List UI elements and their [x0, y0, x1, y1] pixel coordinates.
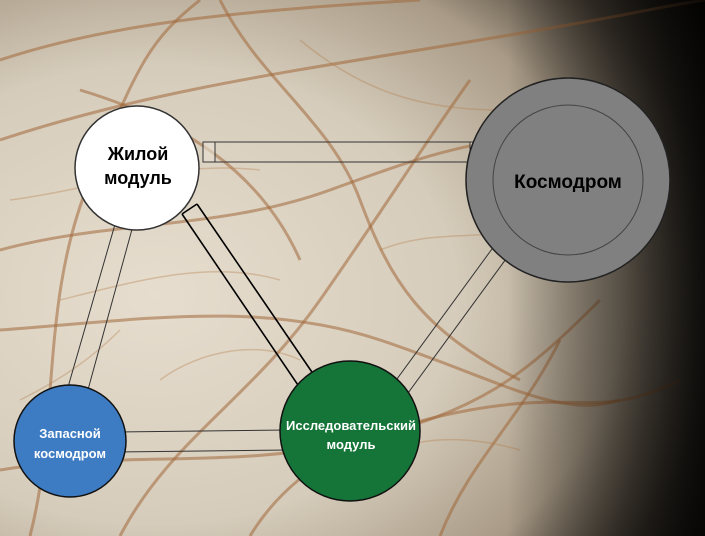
node-research-module: Исследовательский модуль — [279, 360, 421, 502]
research-module-circle — [279, 360, 421, 502]
research-module-label-line1: Исследовательский — [286, 418, 416, 433]
research-module-label-line2: модуль — [327, 437, 376, 452]
reserve-cosmodrome-label-line2: космодром — [34, 446, 106, 461]
reserve-cosmodrome-circle — [13, 384, 127, 498]
node-cosmodrome: Космодром — [465, 77, 671, 283]
cosmodrome-circle — [465, 77, 671, 283]
cosmodrome-label: Космодром — [514, 172, 622, 193]
living-module-label-line1: Жилой — [107, 144, 169, 164]
cosmodrome-inner-ring — [492, 104, 644, 256]
living-module-label-line2: модуль — [104, 168, 172, 188]
node-living-module: Жилой модуль — [74, 105, 200, 231]
connection-reserve-research — [119, 429, 289, 453]
living-module-circle — [74, 105, 200, 231]
node-reserve-cosmodrome: Запасной космодром — [13, 384, 127, 498]
reserve-cosmodrome-label-line1: Запасной — [39, 426, 100, 441]
